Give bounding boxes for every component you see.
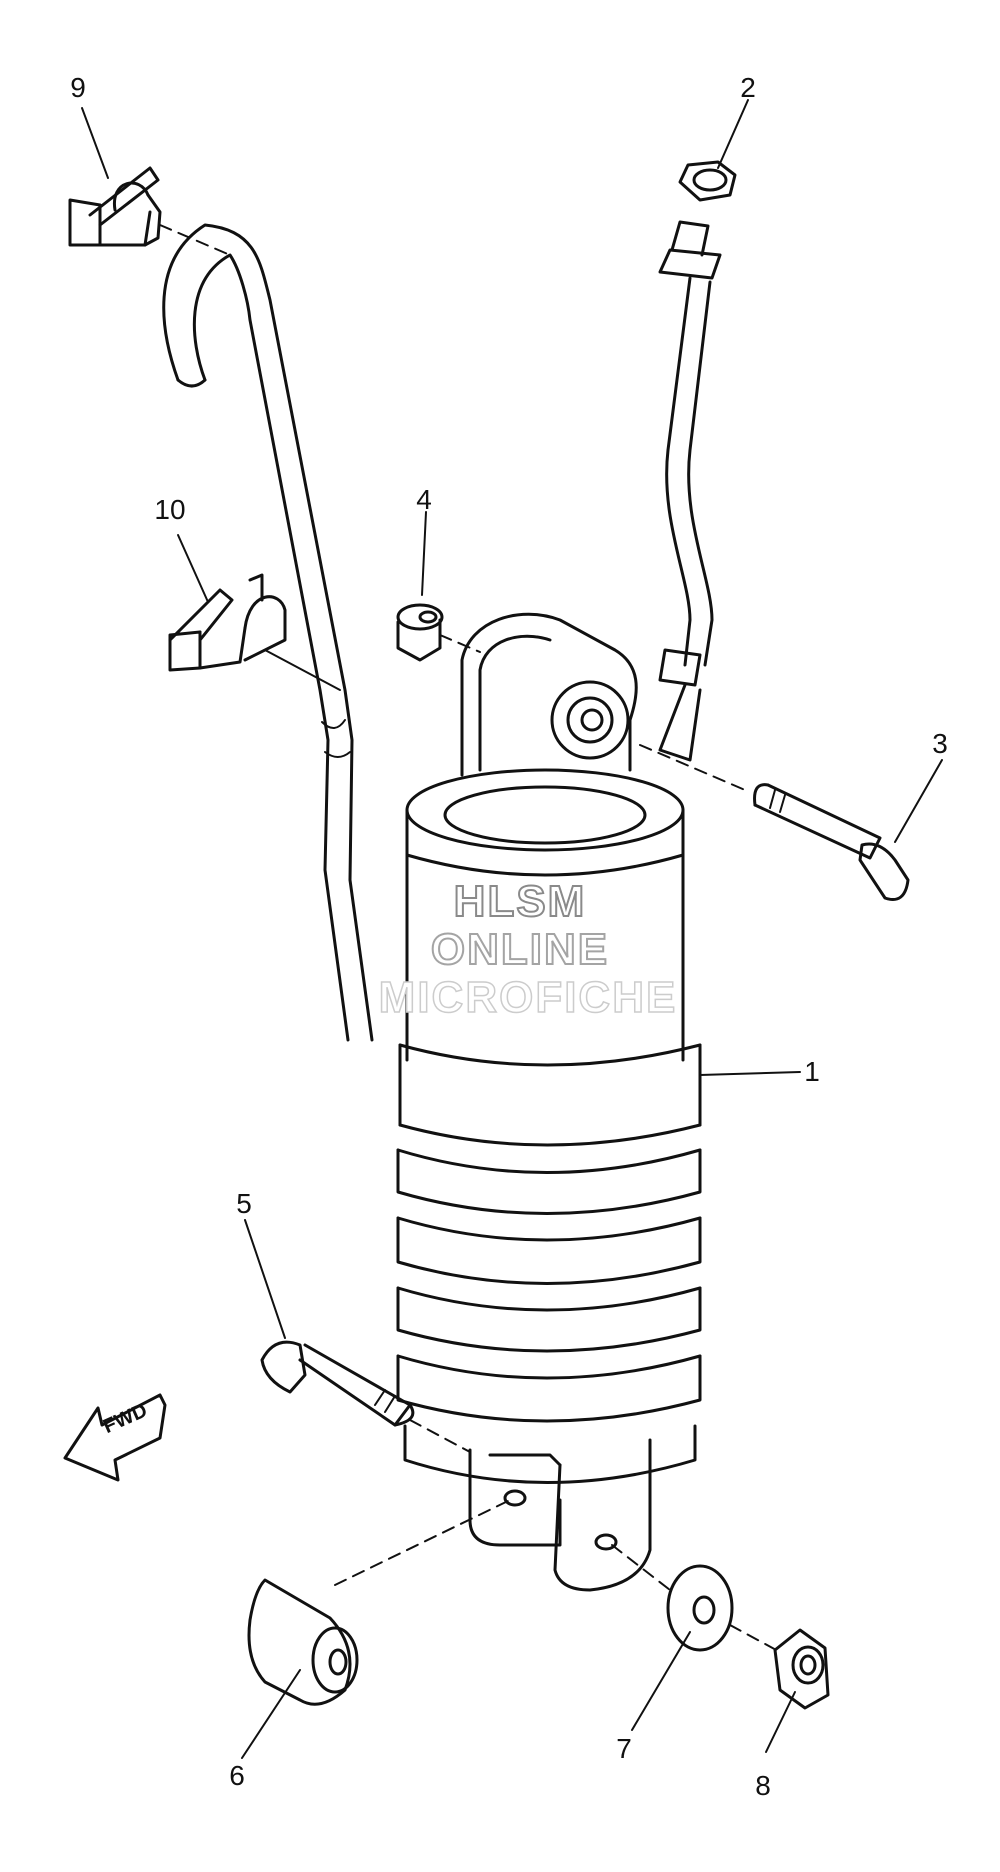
callout-3: 3 <box>932 728 948 759</box>
collar-4 <box>396 603 444 662</box>
callout-5: 5 <box>236 1188 252 1219</box>
preload-hose <box>658 220 722 762</box>
callout-6: 6 <box>229 1760 245 1791</box>
bolt-5 <box>260 1340 415 1427</box>
nut-8 <box>773 1628 830 1710</box>
fwd-arrow <box>63 1393 167 1482</box>
watermark-line-2: ONLINE <box>430 925 610 974</box>
bolt-3 <box>753 783 910 901</box>
watermark-line-3: MICROFICHE <box>378 973 678 1022</box>
callout-9: 9 <box>70 72 86 103</box>
leader-lines <box>81 99 943 1759</box>
callout-4: 4 <box>416 484 432 515</box>
nut-2 <box>678 160 737 202</box>
hose-clamp-10 <box>168 573 287 672</box>
watermark-line-1: HLSM <box>453 877 587 926</box>
callout-8: 8 <box>755 1770 771 1801</box>
callout-2: 2 <box>740 72 756 103</box>
shock-absorber <box>396 612 702 1592</box>
callout-10: 10 <box>154 494 186 525</box>
hose-clamp-9 <box>68 166 162 247</box>
hose <box>162 223 374 1042</box>
callout-7: 7 <box>616 1733 632 1764</box>
assembly-lines <box>159 224 781 1653</box>
washer-7 <box>666 1564 734 1652</box>
callout-1: 1 <box>804 1056 820 1087</box>
collar-6 <box>247 1578 359 1706</box>
